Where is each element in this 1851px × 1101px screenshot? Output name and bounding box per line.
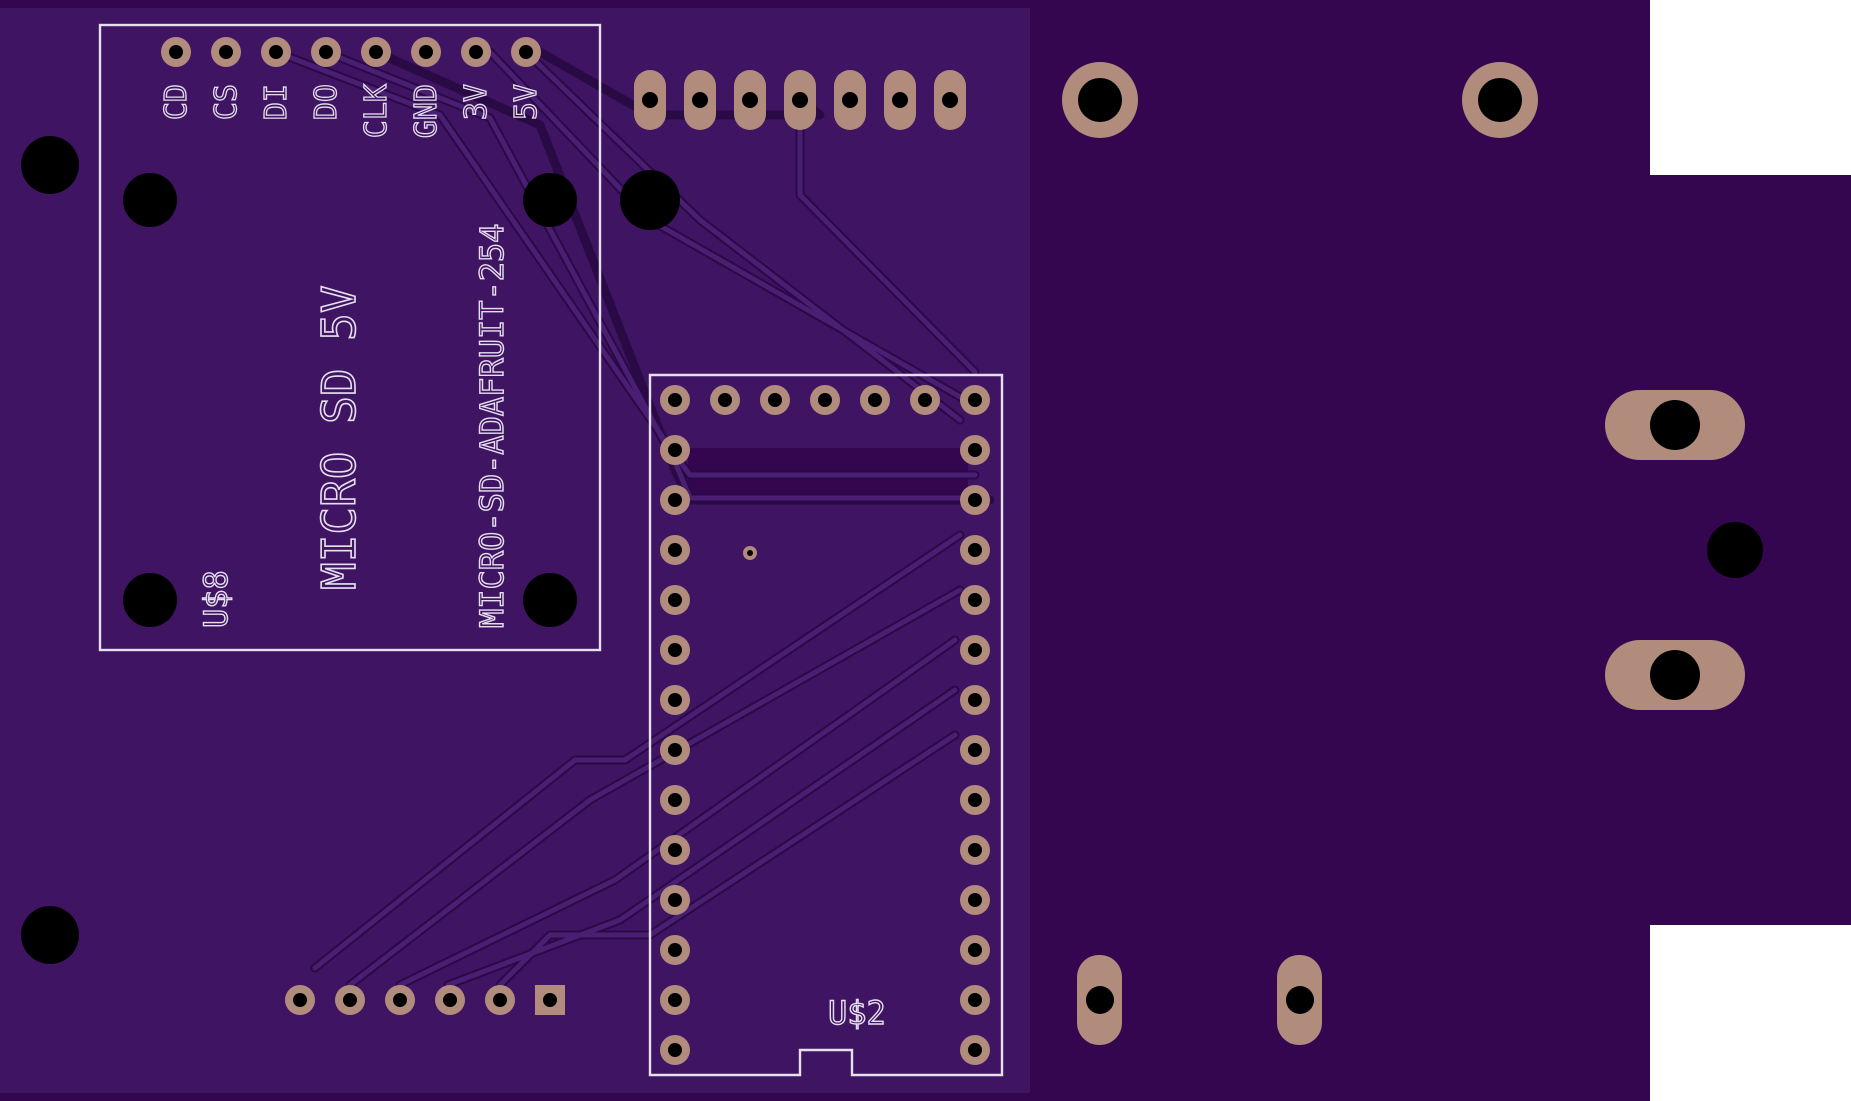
sd-pin-di (261, 37, 291, 67)
mcu-pin-top (860, 385, 890, 415)
sd-module-package: MICRO-SD-ADAFRUIT-254 (473, 223, 511, 628)
mcu-pin-right (960, 535, 990, 565)
top-header-pin (934, 70, 966, 130)
bottom-header-pin (535, 985, 565, 1015)
mcu-pin-left (660, 835, 690, 865)
mcu-pin-right (960, 985, 990, 1015)
mount-hole (21, 906, 79, 964)
mount-hole (523, 173, 577, 227)
bottom-header-pins (285, 985, 565, 1015)
mcu-module-pins (660, 385, 990, 1065)
mcu-pin-right (960, 785, 990, 815)
sd-pin-label: GND (409, 84, 444, 138)
sd-pin-label: DO (309, 84, 344, 120)
sd-pin-label: CLK (359, 84, 394, 138)
sd-pin-label: DI (259, 84, 294, 120)
sd-pin-labels: CD CS DI DO CLK GND 3V 5V (158, 83, 544, 138)
mount-hole (1707, 522, 1763, 578)
sd-pin-cd (161, 37, 191, 67)
sd-pin-do (311, 37, 341, 67)
mcu-pin-right (960, 735, 990, 765)
top-header-pin (684, 70, 716, 130)
mcu-pin-left (660, 635, 690, 665)
mcu-pin-right (960, 935, 990, 965)
bottom-header-pin (335, 985, 365, 1015)
sd-pin-3v (461, 37, 491, 67)
mcu-pin-left (660, 485, 690, 515)
mcu-pin-right (960, 635, 990, 665)
top-header-pin (784, 70, 816, 130)
top-header-pins (634, 70, 966, 130)
sd-pin-label: CD (159, 84, 194, 120)
mcu-pin-right (960, 435, 990, 465)
bottom-header-pin (385, 985, 415, 1015)
mount-hole (620, 170, 680, 230)
mcu-pin-left (660, 435, 690, 465)
mcu-module-outline (648, 373, 1004, 1077)
mount-hole (21, 136, 79, 194)
mcu-pin-left (660, 935, 690, 965)
mcu-module-designator: U$2 (828, 994, 886, 1032)
mcu-pin-top (810, 385, 840, 415)
mcu-pin-right (960, 585, 990, 615)
mcu-pin-left (660, 385, 690, 415)
mcu-pin-left (660, 585, 690, 615)
large-pads (1062, 62, 1745, 1045)
sd-pin-label: CS (209, 84, 244, 120)
mcu-pin-right (960, 485, 990, 515)
sd-pin-clk (361, 37, 391, 67)
sd-module-outline (98, 23, 602, 652)
sd-pin-label: 5V (509, 84, 544, 120)
mcu-pin-top (710, 385, 740, 415)
sd-pin-gnd (411, 37, 441, 67)
bottom-header-pin (435, 985, 465, 1015)
mount-hole (123, 173, 177, 227)
mcu-pin-left (660, 735, 690, 765)
mcu-pin-right (960, 385, 990, 415)
mcu-pin-top (910, 385, 940, 415)
mount-hole (523, 573, 577, 627)
mcu-pin-right (960, 1035, 990, 1065)
mount-hole (123, 573, 177, 627)
mcu-pin-right (960, 685, 990, 715)
mounting-holes (21, 136, 1763, 964)
mcu-pin-left (660, 535, 690, 565)
top-header-pin (834, 70, 866, 130)
sd-pin-cs (211, 37, 241, 67)
mcu-pin-left (660, 1035, 690, 1065)
sd-module-pins (161, 37, 541, 67)
mcu-pin-left (660, 885, 690, 915)
mcu-pin-right (960, 885, 990, 915)
bottom-header-pin (285, 985, 315, 1015)
mcu-pin-left (660, 685, 690, 715)
mcu-pin-left (660, 785, 690, 815)
mcu-pin-left (660, 985, 690, 1015)
top-header-pin (884, 70, 916, 130)
sd-pin-label: 3V (459, 84, 494, 120)
bottom-header-pin (485, 985, 515, 1015)
sd-module-value: MICRO SD 5V (312, 285, 366, 590)
mcu-pin-top (760, 385, 790, 415)
top-header-pin (634, 70, 666, 130)
sd-pin-5v (511, 37, 541, 67)
top-header-pin (734, 70, 766, 130)
mcu-pin-right (960, 835, 990, 865)
sd-module-designator: U$8 (197, 570, 235, 628)
